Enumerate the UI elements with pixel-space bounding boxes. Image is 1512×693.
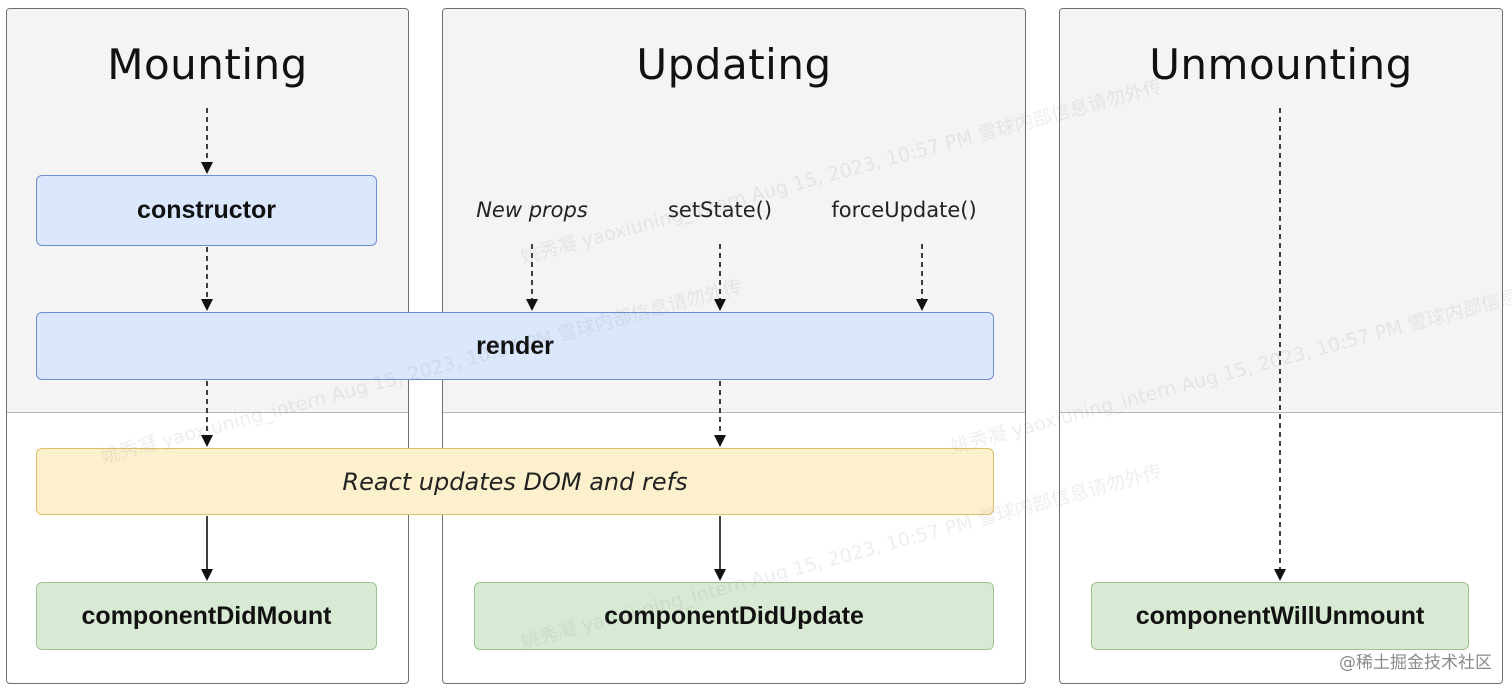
updating-title: Updating [636, 40, 832, 89]
new-props-trigger: New props [476, 198, 588, 222]
render-box: render [36, 312, 994, 380]
component-did-update-box: componentDidUpdate [474, 582, 994, 650]
set-state-trigger: setState() [667, 198, 773, 222]
mounting-title: Mounting [107, 40, 308, 89]
site-credit: @稀土掘金技术社区 [1339, 653, 1492, 673]
unmounting-panel [1059, 8, 1503, 684]
react-updates-dom-box: React updates DOM and refs [36, 448, 994, 515]
component-will-unmount-box: componentWillUnmount [1091, 582, 1469, 650]
constructor-box: constructor [36, 175, 377, 246]
force-update-trigger: forceUpdate() [831, 198, 977, 222]
component-did-mount-box: componentDidMount [36, 582, 377, 650]
unmounting-title: Unmounting [1149, 40, 1413, 89]
render-phase-shade [1060, 9, 1502, 413]
